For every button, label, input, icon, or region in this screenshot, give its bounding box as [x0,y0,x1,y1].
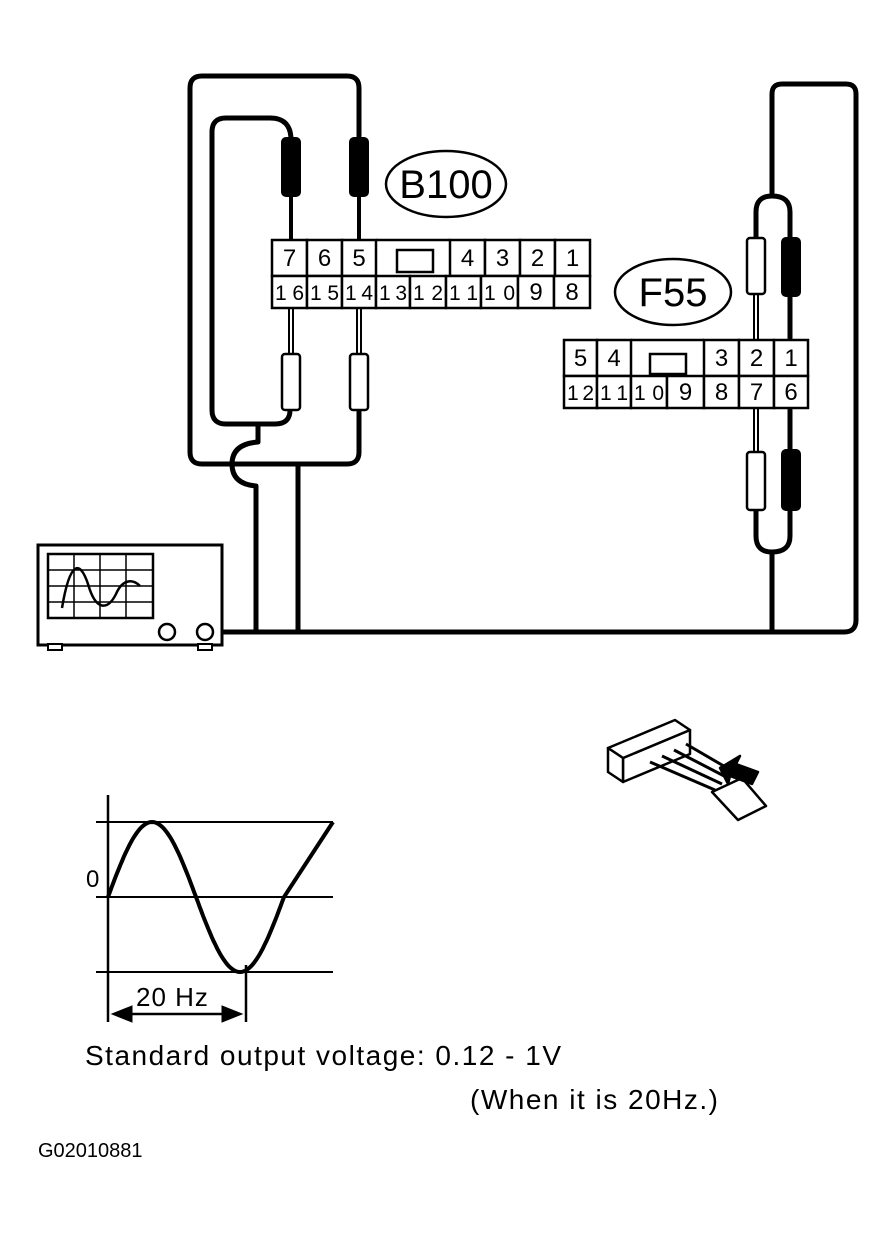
spec-voltage-text: Standard output voltage: 0.12 - 1V [85,1040,563,1071]
figure-code: G02010881 [38,1140,143,1162]
insert-arrow-icon [718,754,760,786]
oscilloscope-trace [60,567,141,609]
arrow-left-icon [110,1005,133,1023]
f55-pin-label-7: 7 [750,379,763,406]
probe-f55-pin6-black [781,449,801,511]
b100-pin-cell-8 [552,274,592,310]
b100-pin-label-7: 7 [283,245,296,272]
b100-pin-cell-5 [340,238,378,278]
b100-pin-label-8: 8 [565,279,578,306]
wire-f55-upper-loop [753,193,793,243]
wire-b100-pin5 [187,73,362,467]
oscilloscope-grid [48,554,153,618]
f55-pin-label-1: 1 [784,345,797,372]
backprobe-connector-illustration [606,718,768,822]
b100-pin-label-6: 6 [318,245,331,272]
f55-pin-cell-8 [702,374,741,410]
waveform-sine-curve [106,819,335,975]
f55-pin-label-4: 4 [607,345,620,372]
f55-pin-label-9: 9 [679,379,692,406]
oscilloscope [36,543,224,651]
b100-pin-label-5: 5 [352,245,365,272]
probe-b100-pin7-black [281,137,301,197]
b100-pin-cell-12 [408,274,448,310]
white-probes [280,236,767,512]
f55-pin-label-6: 6 [784,379,797,406]
f55-pin-cell-9 [665,374,706,410]
b100-pin-cell-13 [374,274,412,310]
b100-pin-cell-9 [516,274,556,310]
probe-f55-pin7-white [745,450,767,512]
b100-pin-cell-4 [448,238,487,278]
f55-pin-cell-6 [772,374,810,410]
probe-needles [288,292,759,452]
wire-ground [213,81,859,635]
b100-pin-cell-1 [553,238,592,278]
oscilloscope-knob-2 [195,622,215,642]
wiring-harness [187,73,859,635]
b100-pin-label-4: 4 [461,245,474,272]
arrow-right-icon [221,1005,244,1023]
mini-connector-side [606,746,625,784]
f55-latch [648,352,688,376]
f55-pin-cell-12 [562,374,599,410]
b100-pin-cell-2 [518,238,557,278]
b100-latch [395,248,435,274]
b100-pin-label-1: 1 [566,245,579,272]
probe-b100-pin5-black [349,137,369,197]
b100-pin-label-9: 9 [529,279,542,306]
f55-pin-label-5: 5 [574,345,587,372]
b100-label-oval [384,149,508,219]
probe-b100-pin16-white [280,352,302,412]
spec-condition-text: (When it is 20Hz.) [470,1084,720,1115]
oscilloscope-knob-1 [157,622,177,642]
wire-f55-lower-loop [753,505,793,555]
f55-pin-label-8: 8 [715,379,728,406]
b100-pin-cell-14 [340,274,378,310]
waveform-zero-label: 0 [86,866,100,893]
f55-label: F55 [639,271,708,315]
f55-pin-cell-7 [737,374,776,410]
f55-label-oval [613,257,733,327]
black-probes [281,137,801,511]
mini-harness-sleeve [710,776,768,822]
b100-pin-cell-16 [270,274,309,310]
b100-pin-cell-10 [479,274,520,310]
b100-label: B100 [399,163,492,207]
f55-pin-label-2: 2 [750,345,763,372]
b100-pin-label-3: 3 [496,245,509,272]
waveform-graph [96,795,335,1023]
wire-to-scope-a [229,421,261,635]
frequency-label: 20 Hz [136,982,209,1012]
probe-f55-pin2-white [745,236,767,296]
probe-f55-pin1-black [781,237,801,297]
b100-pin-label-2: 2 [531,245,544,272]
f55-pin-label-3: 3 [715,345,728,372]
b100-pin-cell-6 [305,238,344,278]
wire-b100-pin7 [209,115,294,427]
probe-b100-pin14-white [348,352,370,412]
b100-pin-cell-11 [444,274,483,310]
